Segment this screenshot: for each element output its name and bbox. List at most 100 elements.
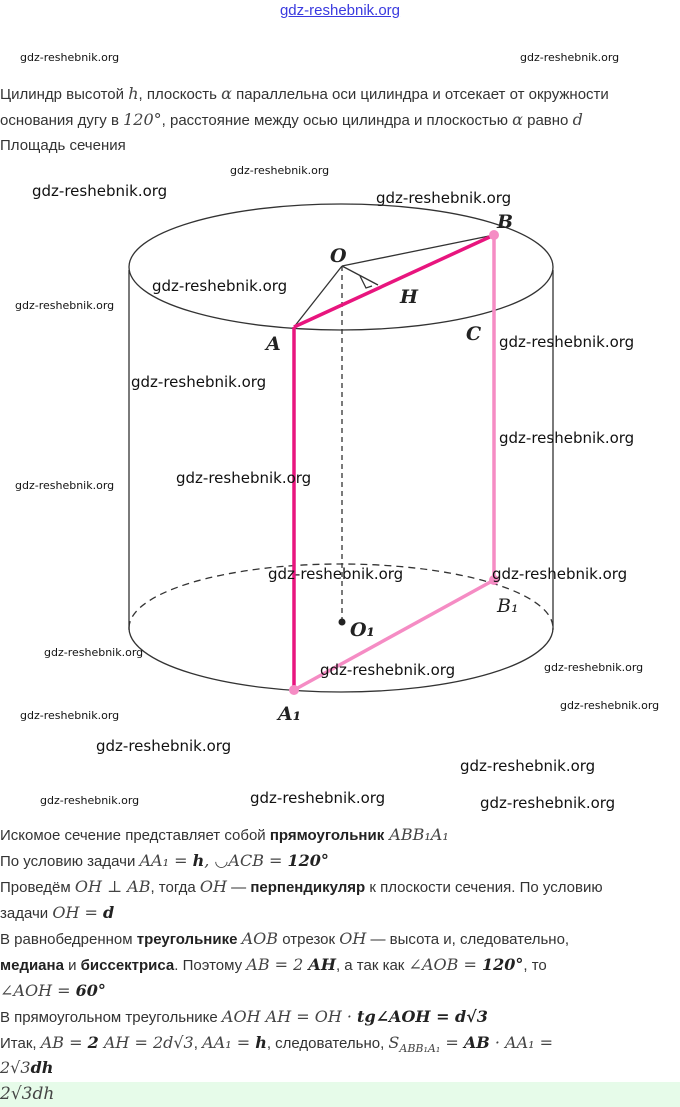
text-segment: ABB₁A₁: [399, 1042, 441, 1055]
text-segment: AH: [308, 955, 336, 974]
solution-line: Искомое сечение представляет собой прямо…: [0, 823, 680, 847]
watermark: gdz-reshebnik.org: [376, 189, 512, 207]
text-segment: · AA₁ =: [489, 1033, 554, 1052]
cylinder-figure: O B H A C B₁ O₁ A₁: [128, 203, 554, 725]
text-segment: AA₁ =: [202, 1033, 256, 1052]
text-segment: d: [103, 903, 115, 922]
text-segment: d: [572, 110, 583, 129]
text-segment: 120°: [481, 955, 524, 974]
edge-A1B1: [293, 578, 495, 692]
watermark: gdz-reshebnik.org: [560, 699, 660, 712]
watermark: gdz-reshebnik.org: [460, 757, 596, 775]
text-segment: основания дугу в: [0, 112, 124, 129]
text-segment: 60°: [75, 981, 106, 1000]
text-segment: равно: [522, 112, 573, 129]
watermark: gdz-reshebnik.org: [20, 709, 120, 722]
text-segment: =: [440, 1033, 464, 1052]
text-segment: Площадь сечения: [0, 137, 126, 154]
text-segment: . Поэтому: [174, 957, 247, 974]
text-segment: Итак,: [0, 1035, 41, 1052]
text-segment: По условию задачи: [0, 853, 140, 870]
text-segment: AOB: [241, 929, 279, 948]
text-segment: AB =: [40, 1033, 88, 1052]
segment-OA: [293, 265, 343, 328]
label-H: H: [399, 286, 419, 308]
text-segment: задачи: [0, 905, 53, 922]
solution-line: В прямоугольном треугольнике AOH AH = OH…: [0, 1005, 680, 1029]
text-segment: , ◡: [204, 851, 229, 870]
watermark: gdz-reshebnik.org: [230, 164, 330, 177]
text-segment: —: [227, 879, 251, 896]
segment-OH: [341, 265, 379, 286]
text-segment: , плоскость: [138, 86, 222, 103]
bottom-ellipse-back: [128, 563, 554, 629]
text-segment: h: [128, 84, 139, 103]
text-segment: 2√3: [0, 1058, 31, 1077]
text-segment: α: [512, 110, 523, 129]
watermark: gdz-reshebnik.org: [40, 794, 140, 807]
solution-line: В равнобедренном треугольнике AOB отрезо…: [0, 927, 680, 951]
text-segment: AOH AH = OH ·: [221, 1007, 358, 1026]
solution-line: По условию задачи AA₁ = h, ◡ACB = 120°: [0, 849, 680, 873]
watermark: gdz-reshebnik.org: [15, 299, 115, 312]
watermark: gdz-reshebnik.org: [320, 661, 456, 679]
label-C: C: [466, 323, 481, 345]
text-segment: треугольнике: [136, 931, 238, 948]
text-segment: h: [192, 851, 205, 870]
text-segment: Проведём: [0, 879, 75, 896]
text-segment: и: [63, 957, 81, 974]
watermark: gdz-reshebnik.org: [480, 794, 616, 812]
watermark: gdz-reshebnik.org: [15, 479, 115, 492]
label-B1: B₁: [496, 595, 519, 617]
text-segment: ,: [193, 1035, 203, 1052]
right-angle-mark: [359, 275, 373, 289]
site-link[interactable]: gdz-reshebnik.org: [279, 2, 401, 19]
text-segment: α: [221, 84, 232, 103]
text-segment: ∠AOH =: [0, 981, 76, 1000]
label-A1: A₁: [276, 703, 301, 725]
text-segment: к плоскости сечения. По условию: [365, 879, 603, 896]
text-segment: 120°: [287, 851, 329, 870]
text-segment: OH ⊥ AB: [74, 877, 151, 896]
text-segment: В прямоугольном треугольнике: [0, 1009, 222, 1026]
problem-line: основания дугу в 120°, расстояние между …: [0, 108, 680, 132]
text-segment: , тогда: [150, 879, 200, 896]
text-segment: AB = 2: [246, 955, 309, 974]
watermark: gdz-reshebnik.org: [499, 333, 635, 351]
label-B: B: [496, 211, 513, 233]
text-segment: OH: [339, 929, 367, 948]
text-segment: отрезок: [278, 931, 340, 948]
text-segment: OH =: [52, 903, 104, 922]
text-segment: OH: [199, 877, 227, 896]
watermark: gdz-reshebnik.org: [131, 373, 267, 391]
watermark: gdz-reshebnik.org: [499, 429, 635, 447]
problem-line: Площадь сечения: [0, 134, 680, 158]
label-O1: O₁: [350, 619, 375, 641]
text-segment: AA₁ =: [139, 851, 193, 870]
text-segment: 2: [87, 1033, 99, 1052]
watermark: gdz-reshebnik.org: [176, 469, 312, 487]
text-segment: , то: [523, 957, 547, 974]
text-segment: ACB =: [228, 851, 288, 870]
text-segment: перпендикуляр: [250, 879, 366, 896]
text-segment: параллельна оси цилиндра и отсекает от о…: [231, 86, 609, 103]
text-segment: Искомое сечение представляет собой: [0, 827, 270, 844]
text-segment: — высота и, следовательно,: [366, 931, 570, 948]
point-B1: [489, 575, 499, 585]
watermark: gdz-reshebnik.org: [152, 277, 288, 295]
segment-OB: [341, 234, 495, 267]
solution-line: задачи OH = d: [0, 901, 680, 925]
text-segment: , следовательно,: [266, 1035, 389, 1052]
watermark: gdz-reshebnik.org: [96, 737, 232, 755]
watermark: gdz-reshebnik.org: [32, 182, 168, 200]
text-segment: AB: [463, 1033, 490, 1052]
text-segment: 120°: [123, 110, 162, 129]
label-A: A: [264, 333, 281, 355]
point-A1: [289, 685, 299, 695]
answer-box: 2√3dh: [0, 1082, 680, 1107]
text-segment: , а так как: [335, 957, 409, 974]
answer-value: 2√3dh: [0, 1084, 55, 1104]
watermark: gdz-reshebnik.org: [544, 661, 644, 674]
text-segment: S: [388, 1033, 400, 1052]
text-segment: ABB₁A₁: [384, 825, 449, 844]
